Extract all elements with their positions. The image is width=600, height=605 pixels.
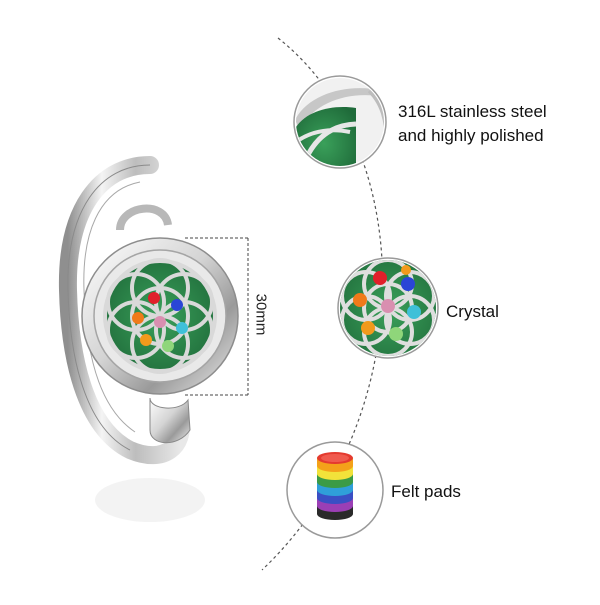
felt-pads-image — [286, 441, 384, 539]
crystal-detail-image — [337, 257, 439, 359]
bracelet-crystals — [132, 292, 188, 352]
steel-callout: 316L stainless steel and highly polished — [398, 100, 547, 148]
felt-pads-callout: Felt pads — [391, 482, 461, 501]
bracelet-image — [58, 156, 239, 522]
steel-detail-image — [293, 75, 387, 169]
steel-callout-line2: and highly polished — [398, 126, 544, 145]
dimension-bracket — [185, 237, 249, 396]
dimension-label: 30mm — [252, 293, 270, 336]
steel-callout-line1: 316L stainless steel — [398, 102, 547, 121]
crystal-callout: Crystal — [446, 302, 499, 321]
